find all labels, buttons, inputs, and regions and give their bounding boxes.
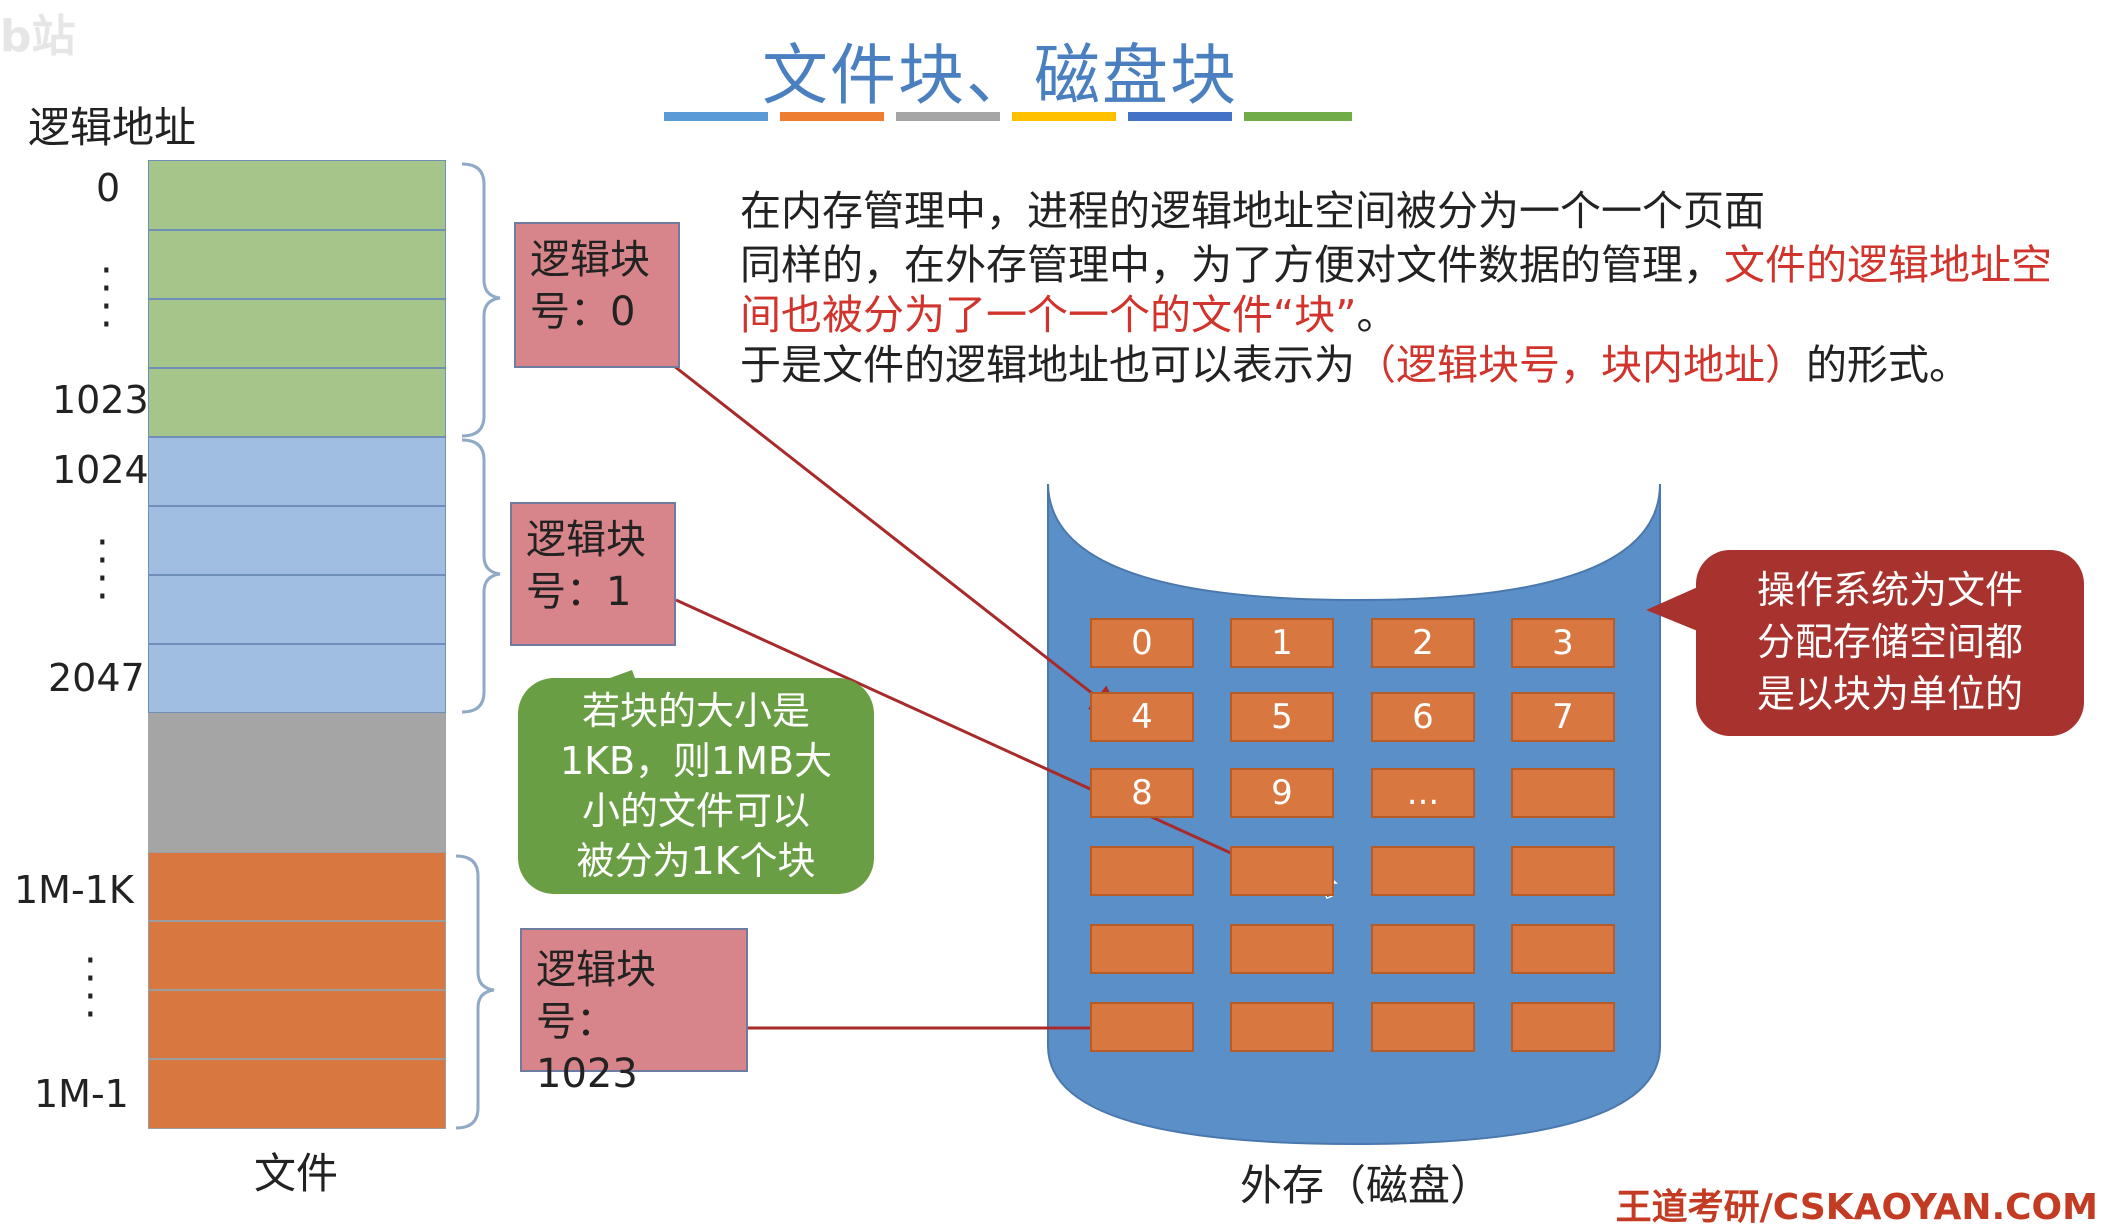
disk-block-21: [1230, 1002, 1334, 1052]
disk-body: [1047, 483, 1661, 1146]
watermark: b站: [0, 11, 76, 62]
para-line-3-normal: 于是文件的逻辑地址也可以表示为: [740, 341, 1355, 389]
disk-block-8: 8: [1090, 768, 1194, 818]
green-callout-line1: 若块的大小是: [581, 689, 810, 733]
red-callout-line1: 操作系统为文件: [1756, 568, 2023, 612]
disk-block-12: [1090, 846, 1194, 896]
para-line-2-end: 。: [1356, 291, 1398, 339]
disk-block-15: [1511, 846, 1615, 896]
color-bar-darkblue: [1128, 112, 1232, 121]
disk-block-19: [1511, 924, 1615, 974]
file-stack: [148, 160, 448, 1130]
disk-block-3: 3: [1511, 618, 1615, 668]
tag-logical-block-0: 逻辑块号：0: [514, 222, 680, 368]
file-cell-green-4: [148, 368, 446, 437]
file-cell-orange-3: [148, 990, 446, 1059]
arrow-block1: [675, 598, 1274, 874]
disk-block-23: [1511, 1002, 1615, 1052]
tag-logical-block-1023: 逻辑块号： 1023: [520, 928, 748, 1097]
file-cell-green-2: [148, 230, 446, 299]
arrow-block0: [673, 364, 1121, 716]
para-line-1: 在内存管理中，进程的逻辑地址空间被分为一个一个页面: [740, 187, 1765, 235]
red-callout-line3: 是以块为单位的: [1756, 672, 2023, 716]
para-line-2-normal: 同样的，在外存管理中，为了方便对文件数据的管理，: [740, 241, 1724, 289]
disk-block-2: 2: [1371, 618, 1475, 668]
logical-address-label: 逻辑地址: [28, 103, 197, 152]
disk-block-18: [1371, 924, 1475, 974]
slide-title: 文件块、磁盘块: [762, 37, 1238, 114]
address-0: 0: [96, 166, 121, 210]
color-bar-orange: [780, 112, 884, 121]
file-cell-blue-1: [148, 437, 446, 506]
disk-block-17: [1230, 924, 1334, 974]
tag-logical-block-1023-line2: 1023: [536, 1051, 638, 1097]
disk-block-ellipsis: ...: [1371, 768, 1475, 818]
file-cell-orange-2: [148, 921, 446, 990]
para-line-3: 于是文件的逻辑地址也可以表示为（逻辑块号，块内地址）的形式。: [740, 340, 2060, 390]
tag-logical-block-1: 逻辑块号：1: [510, 502, 676, 646]
disk-block-5: 5: [1230, 692, 1334, 742]
green-callout-line3: 小的文件可以: [581, 789, 810, 833]
color-bar-gray: [896, 112, 1000, 121]
disk-label: 外存（磁盘）: [1240, 1161, 1493, 1210]
green-callout-line4: 被分为1K个块: [576, 839, 816, 883]
file-cell-blue-2: [148, 506, 446, 575]
address-2047: 2047: [48, 656, 145, 700]
color-bar-yellow: [1012, 112, 1116, 121]
file-cell-gray: [148, 713, 446, 852]
disk-block-6: 6: [1371, 692, 1475, 742]
disk-block-4: 4: [1090, 692, 1194, 742]
red-callout-line2: 分配存储空间都: [1756, 620, 2023, 664]
description-paragraph: 在内存管理中，进程的逻辑地址空间被分为一个一个页面 同样的，在外存管理中，为了方…: [740, 186, 2060, 390]
file-cell-green-3: [148, 299, 446, 368]
tag-logical-block-0-text: 逻辑块号：0: [530, 237, 650, 335]
file-label: 文件: [254, 1149, 339, 1198]
brace-block1: [461, 438, 501, 714]
address-1023: 1023: [52, 378, 149, 422]
para-line-2-red: 文件的逻辑地址空间也被分为了一个一个的文件“块”: [740, 241, 2052, 339]
disk-block-22: [1371, 1002, 1475, 1052]
disk-block-0: 0: [1090, 618, 1194, 668]
address-1m-1: 1M-1: [34, 1072, 129, 1116]
disk-block-16: [1090, 924, 1194, 974]
disk-block-9: 9: [1230, 768, 1334, 818]
disk-block-14: [1371, 846, 1475, 896]
para-line-2: 同样的，在外存管理中，为了方便对文件数据的管理，文件的逻辑地址空间也被分为了一个…: [740, 240, 2060, 340]
disk-block-1: 1: [1230, 618, 1334, 668]
file-cell-green-1: [148, 160, 446, 230]
disk-block-11: [1511, 768, 1615, 818]
tag-logical-block-1023-line1: 逻辑块号：: [536, 947, 656, 1045]
file-cell-blue-4: [148, 644, 446, 713]
address-1024: 1024: [52, 448, 149, 492]
red-bubble-pointer: [1646, 586, 1700, 632]
footer-brand: 王道考研/CSKAOYAN.COM: [1615, 1187, 2098, 1228]
file-cell-orange-4: [148, 1059, 446, 1129]
disk-block-13: [1230, 846, 1334, 896]
green-callout: 若块的大小是 1KB，则1MB大 小的文件可以 被分为1K个块: [518, 678, 874, 894]
green-callout-line2: 1KB，则1MB大: [559, 739, 833, 783]
file-cell-blue-3: [148, 575, 446, 644]
color-bar-green: [1244, 112, 1352, 121]
disk-block-grid: 0 1 2 3 4 5 6 7 8 9 ...: [1090, 618, 1620, 1058]
para-line-3-end: 的形式。: [1806, 341, 1970, 389]
disk-block-7: 7: [1511, 692, 1615, 742]
color-bar-blue: [664, 112, 768, 121]
red-callout: 操作系统为文件 分配存储空间都 是以块为单位的: [1696, 550, 2084, 736]
brace-block0: [461, 162, 501, 438]
para-line-3-red: （逻辑块号，块内地址）: [1355, 341, 1806, 389]
brace-block1023: [455, 854, 495, 1130]
file-cell-orange-1: [148, 852, 446, 921]
tag-logical-block-1-text: 逻辑块号：1: [526, 517, 646, 615]
address-1m-1k: 1M-1K: [14, 868, 134, 912]
disk-block-20: [1090, 1002, 1194, 1052]
